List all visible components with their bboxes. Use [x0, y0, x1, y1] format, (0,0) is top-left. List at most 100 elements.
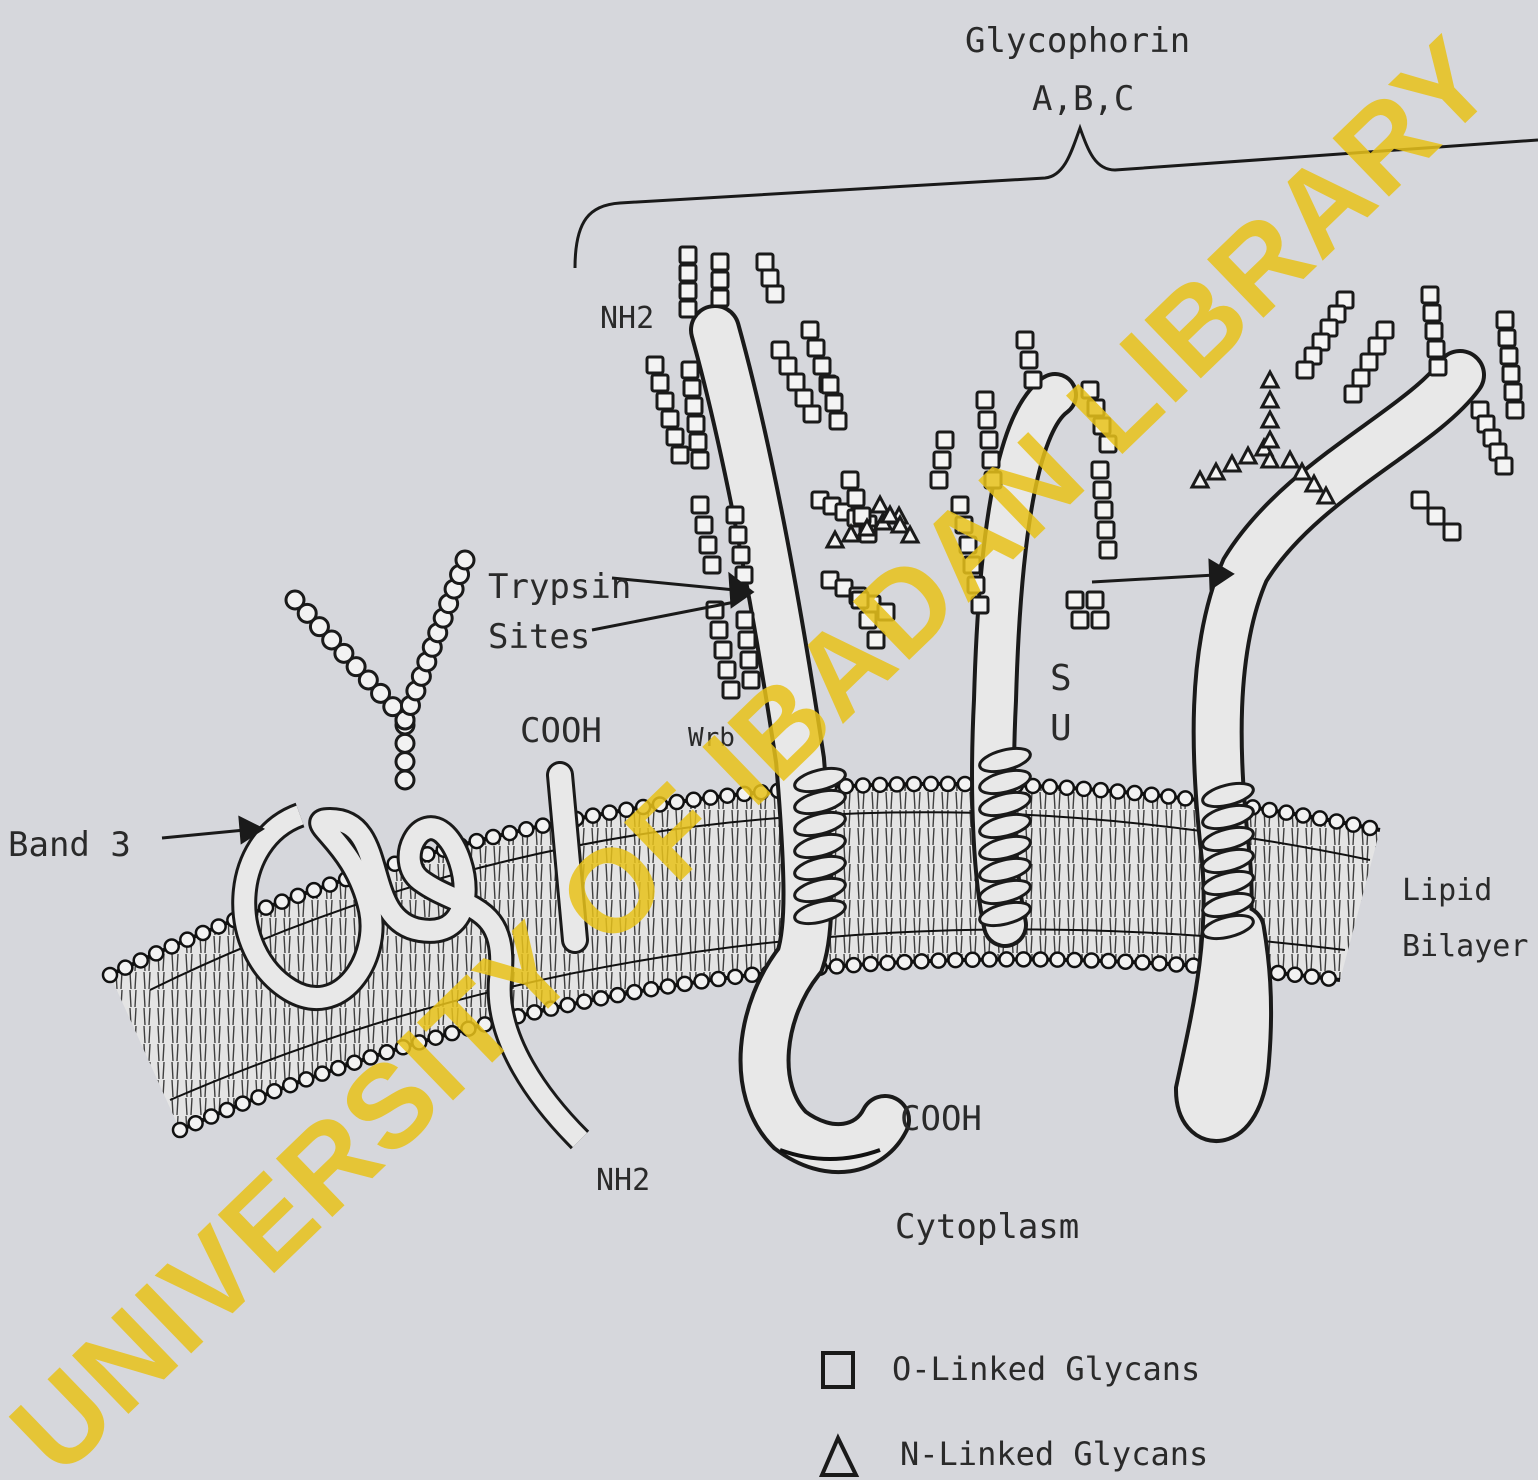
lipid-head: [711, 972, 725, 986]
o-glycan: [727, 507, 743, 523]
o-glycan: [688, 416, 704, 432]
o-glycan: [822, 377, 838, 393]
o-glycan: [757, 254, 773, 270]
cytoplasm-label: Cytoplasm: [895, 1207, 1079, 1247]
lipid-head: [907, 777, 921, 791]
lipid-head: [259, 901, 273, 915]
glycan-bead: [396, 734, 414, 752]
lipid-head: [644, 982, 658, 996]
lipid-head: [1363, 821, 1377, 835]
lipid-head: [1279, 806, 1293, 820]
o-glycan: [1087, 592, 1103, 608]
lipid-head: [1305, 970, 1319, 984]
lipid-head: [149, 946, 163, 960]
o-glycan: [682, 362, 698, 378]
o-glycan: [704, 557, 720, 573]
lipid-head: [924, 777, 938, 791]
s-antigen-label: S: [1050, 658, 1072, 699]
lipid-head: [830, 959, 844, 973]
band3-arrow: [162, 830, 245, 838]
o-glycan: [1497, 312, 1513, 328]
o-glycan: [700, 537, 716, 553]
o-glycan: [686, 398, 702, 414]
o-glycan: [808, 340, 824, 356]
o-glycan: [802, 322, 818, 338]
n-glycan: [843, 526, 859, 541]
lipid-head: [1322, 972, 1336, 986]
n-glycan: [1262, 392, 1278, 407]
o-glycan: [1501, 348, 1517, 364]
o-glycan: [937, 432, 953, 448]
o-glycan: [719, 662, 735, 678]
o-glycan: [804, 406, 820, 422]
o-glycan: [1297, 362, 1313, 378]
lipid-head: [1016, 952, 1030, 966]
glycophorin-types: A,B,C: [1032, 79, 1134, 119]
o-glycan: [842, 472, 858, 488]
band3-cooh-label: COOH: [520, 711, 602, 751]
lipid-head: [1101, 954, 1115, 968]
glycan-bead: [286, 591, 304, 609]
lipid-head: [1313, 811, 1327, 825]
legend-n-linked: N-Linked Glycans: [900, 1435, 1208, 1473]
glycophorin-title: Glycophorin: [965, 21, 1190, 61]
band3-glycan-chain: [286, 551, 474, 789]
lipid-head: [881, 956, 895, 970]
library-watermark: UNIVERSITY OF IBADAN LIBRARY: [0, 12, 1519, 1480]
legend-o-linked: O-Linked Glycans: [892, 1350, 1200, 1388]
glycophorin-b-helix: [977, 744, 1032, 930]
lipid-head: [678, 977, 692, 991]
lipid-head: [1135, 956, 1149, 970]
lipid-head: [180, 933, 194, 947]
o-glycan: [680, 283, 696, 299]
glycan-bead: [396, 753, 414, 771]
o-glycan: [1345, 386, 1361, 402]
lipid-head: [1060, 781, 1074, 795]
lipid-head: [470, 834, 484, 848]
o-glycan: [1505, 384, 1521, 400]
lipid-head: [948, 953, 962, 967]
n-glycan: [1240, 448, 1256, 463]
o-glycan: [977, 392, 993, 408]
lipid-head: [503, 826, 517, 840]
lipid-head: [212, 919, 226, 933]
n-glycan: [1262, 372, 1278, 387]
lipid-label: Lipid: [1402, 873, 1492, 908]
lipid-head: [1043, 780, 1057, 794]
lipid-head: [1161, 789, 1175, 803]
n-glycan: [1282, 452, 1298, 467]
o-glycan: [1098, 522, 1114, 538]
o-glycan: [1100, 542, 1116, 558]
lipid-head: [165, 939, 179, 953]
lipid-head: [1145, 788, 1159, 802]
o-glycan: [788, 374, 804, 390]
lipid-head: [965, 953, 979, 967]
o-glycan: [1444, 524, 1460, 540]
o-glycan: [1067, 592, 1083, 608]
o-glycan: [1412, 492, 1428, 508]
o-glycan: [1428, 508, 1444, 524]
glycophorin-arrow: [1092, 575, 1215, 582]
lipid-head: [898, 955, 912, 969]
n-glycan: [1208, 464, 1224, 479]
o-glycan: [680, 301, 696, 317]
lipid-head: [486, 830, 500, 844]
glycophorin-c: [1200, 375, 1460, 1117]
lipid-head: [196, 926, 210, 940]
o-glycan: [647, 357, 663, 373]
o-glycan: [1017, 332, 1033, 348]
o-glycan: [772, 342, 788, 358]
o-glycan: [1428, 341, 1444, 357]
o-glycan: [1503, 366, 1519, 382]
lipid-head: [1288, 968, 1302, 982]
lipid-head: [267, 1084, 281, 1098]
triangle-glycan-icon: [822, 1438, 856, 1475]
o-glycan: [1369, 338, 1385, 354]
o-glycan: [712, 272, 728, 288]
lipid-head: [1346, 818, 1360, 832]
n-glycan: [827, 532, 843, 547]
lipid-head: [1084, 953, 1098, 967]
o-glycan: [826, 395, 842, 411]
o-glycan: [1092, 612, 1108, 628]
